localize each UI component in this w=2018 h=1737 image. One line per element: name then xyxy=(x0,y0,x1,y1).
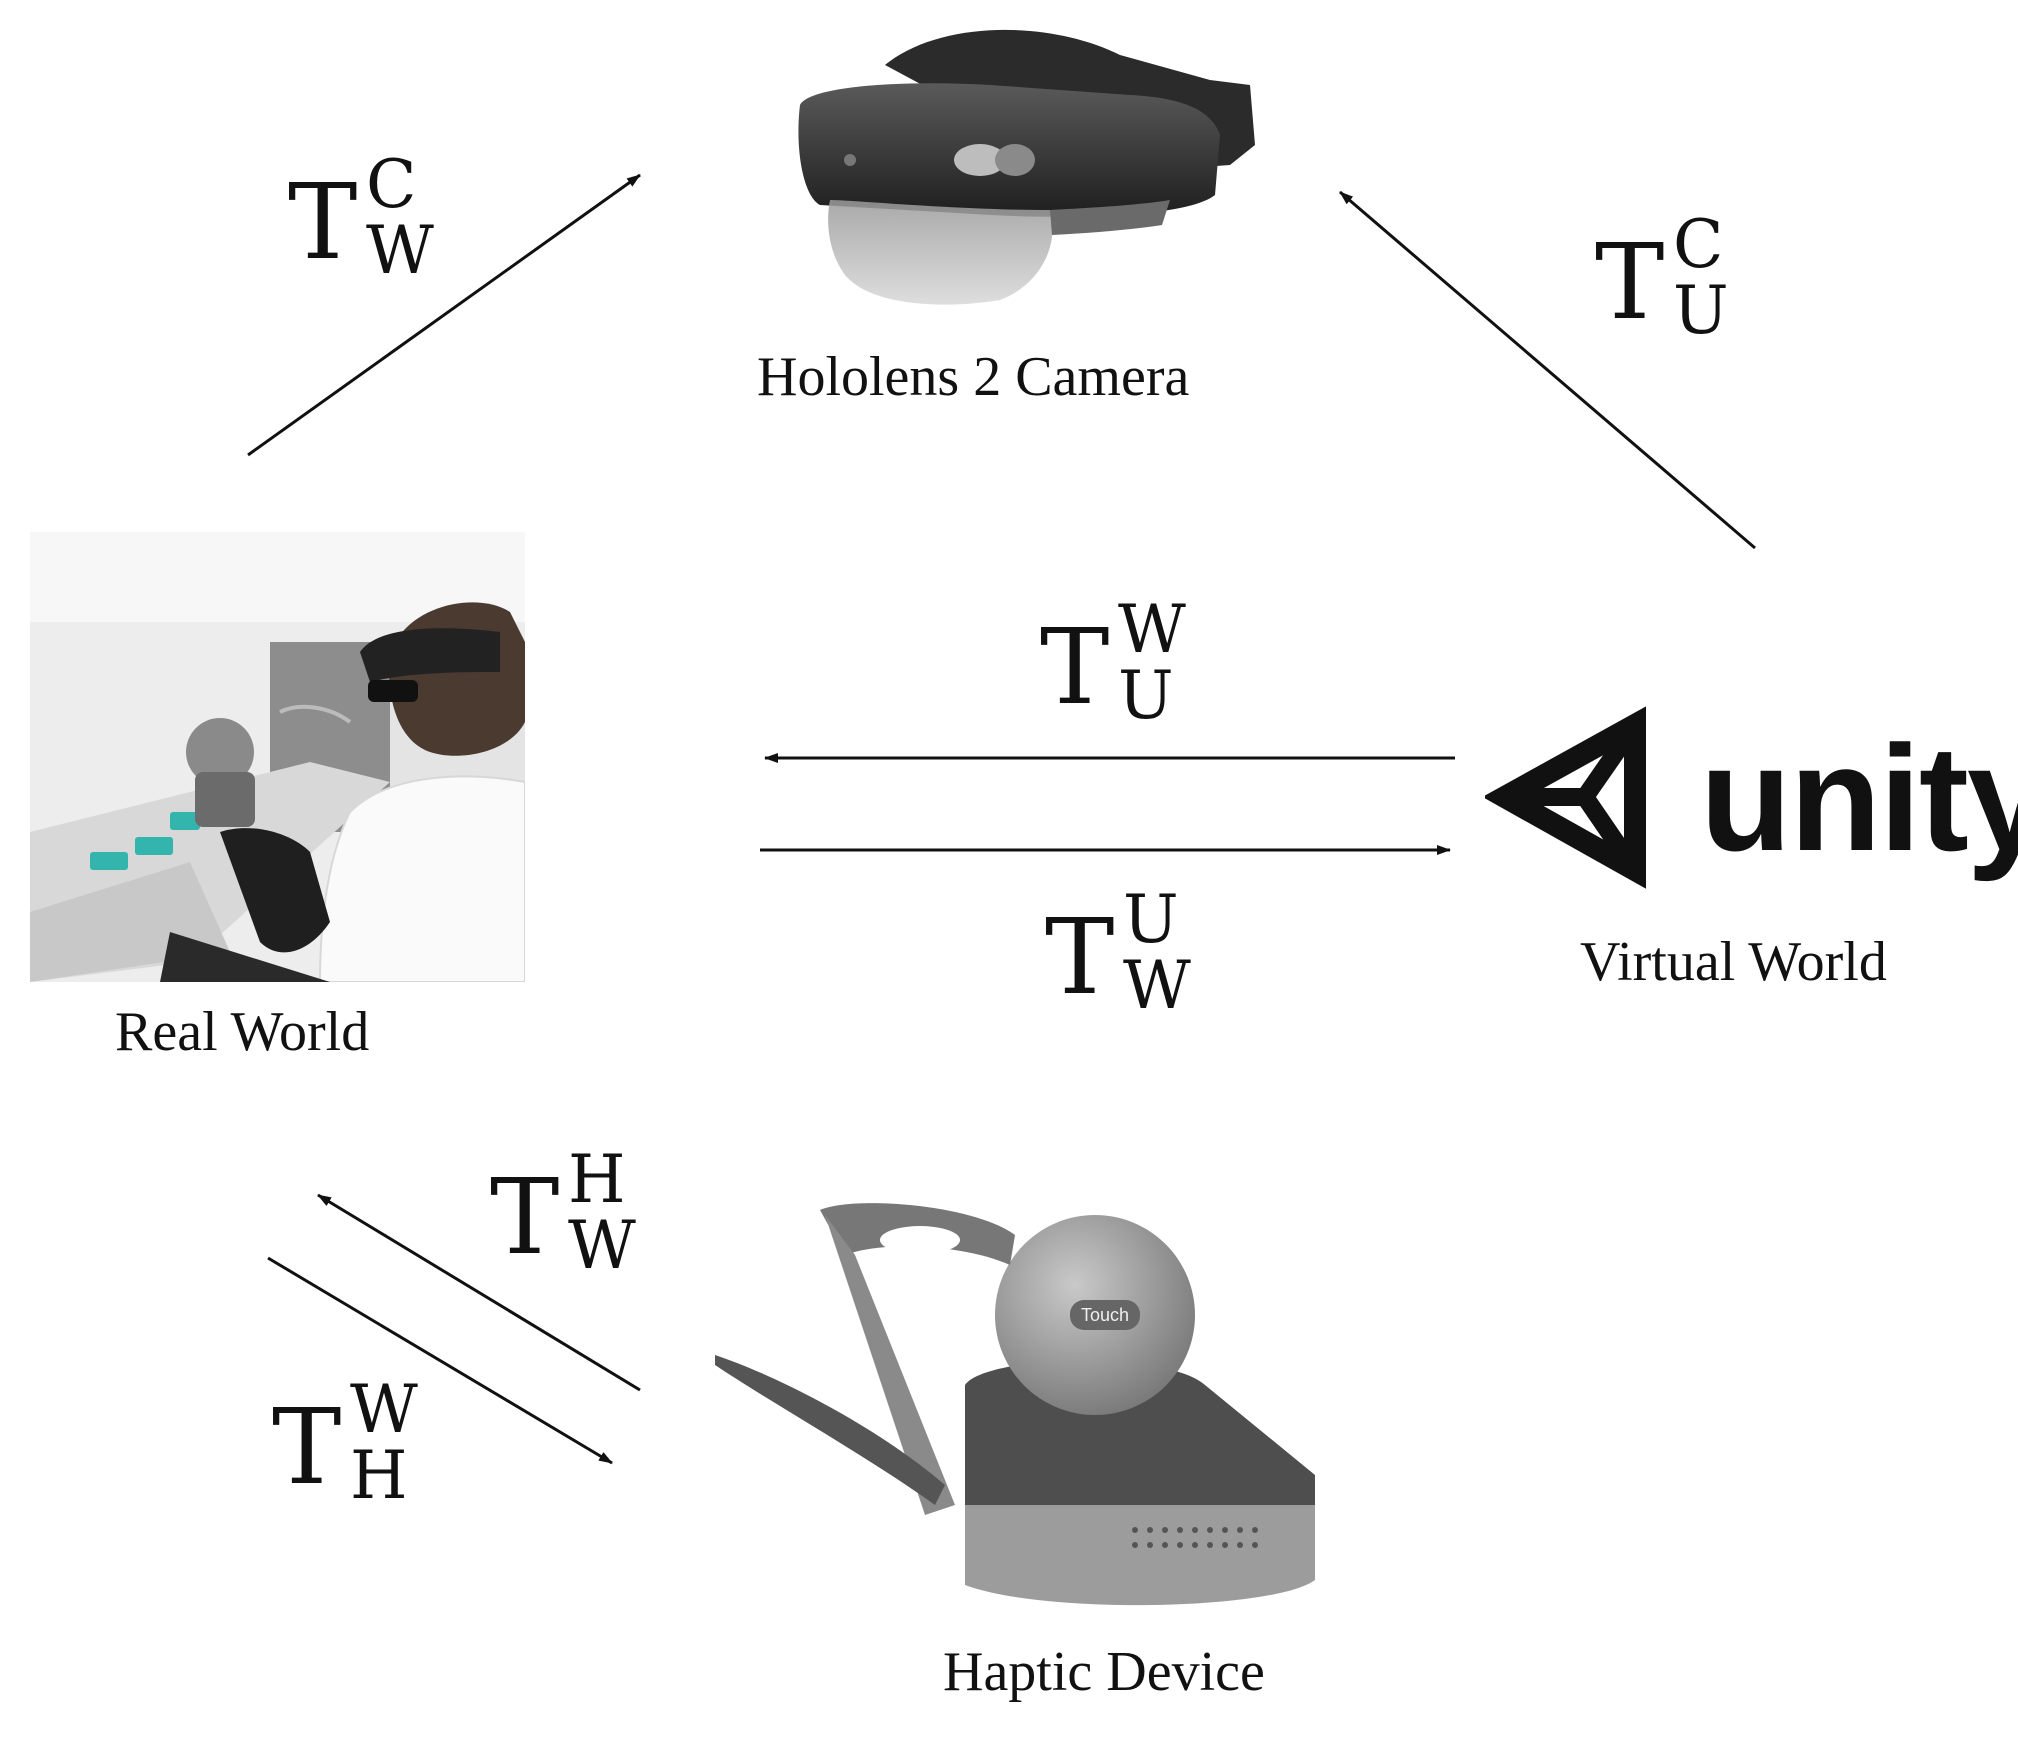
transform-u-to-c: T C U xyxy=(1595,206,1729,349)
arrow-virtual-to-camera xyxy=(1339,190,1756,550)
transform-w-to-u: T U W xyxy=(1045,881,1191,1024)
real-world-photo xyxy=(30,532,525,982)
transform-w-to-h: T H W xyxy=(490,1141,636,1284)
transform-w-to-c: T C W xyxy=(288,146,434,289)
touch-badge-text: Touch xyxy=(1081,1305,1129,1325)
camera-label: Hololens 2 Camera xyxy=(757,346,1190,408)
haptic-device-icon: Touch xyxy=(715,1203,1315,1606)
unity-wordmark: unity xyxy=(1700,714,2018,882)
real-label: Real World xyxy=(115,1001,370,1063)
arrow-haptic-to-real xyxy=(317,1193,641,1392)
unity-logo-icon xyxy=(1485,706,1646,889)
arrow-real-to-haptic xyxy=(267,1256,613,1465)
haptic-label: Haptic Device xyxy=(943,1641,1265,1703)
arrow-real-to-camera xyxy=(247,173,641,457)
hololens-headset-icon xyxy=(798,29,1255,305)
virtual-label: Virtual World xyxy=(1580,931,1887,993)
transform-h-to-w: T W H xyxy=(272,1371,418,1514)
transform-u-to-w: T W U xyxy=(1040,591,1186,734)
